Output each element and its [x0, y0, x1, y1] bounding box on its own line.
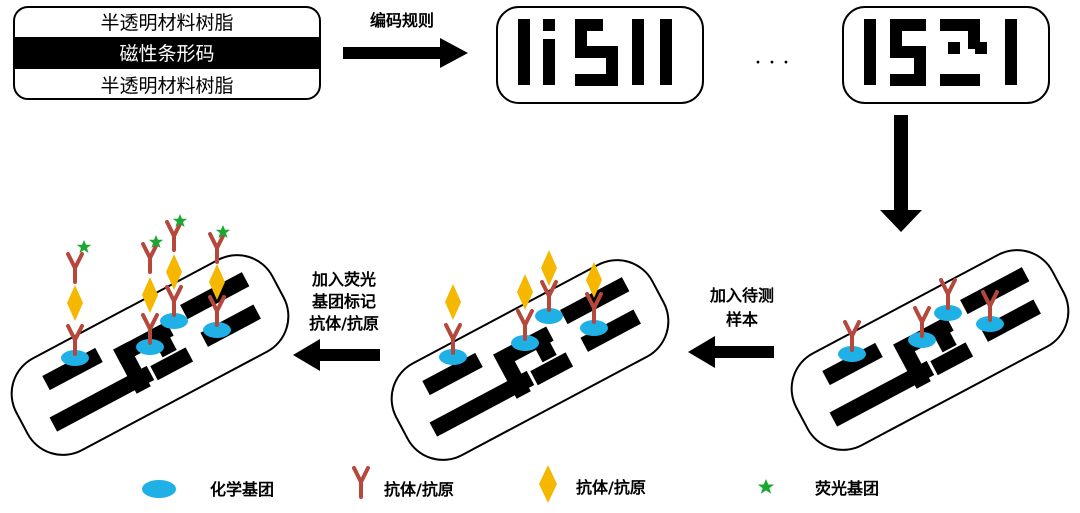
legend-label-fluorophore: 荧光基团 [815, 479, 879, 498]
barcode-card-1 [496, 6, 704, 104]
encode-label: 编码规则 [370, 11, 434, 30]
legend-antibody-icon [352, 466, 370, 499]
step3-label-line1: 加入荧光 [311, 270, 376, 289]
layer-middle-label: 磁性条形码 [119, 43, 214, 65]
legend: 化学基团 抗体/抗原 抗体/抗原 荧光基团 [142, 465, 879, 503]
barcode-card-2 [842, 6, 1050, 104]
legend-diamond-icon [539, 465, 557, 503]
step2-label-line1: 加入待测 [709, 286, 774, 305]
encode-arrow: 编码规则 [343, 11, 468, 68]
arrow-step-2: 加入待测 样本 [688, 286, 774, 368]
legend-label-chemical-group: 化学基团 [210, 480, 274, 499]
step2-label-line2: 样本 [726, 310, 758, 329]
layer-stack: 半透明材料树脂 磁性条形码 半透明材料树脂 [13, 6, 321, 100]
sample-card-1 [790, 249, 1070, 451]
legend-label-antibody-y: 抗体/抗原 [384, 480, 454, 499]
layer-bottom-label: 半透明材料树脂 [100, 75, 233, 97]
legend-label-antibody-diamond: 抗体/抗原 [576, 478, 646, 497]
ellipsis: · · · [755, 51, 790, 76]
step3-label-line2: 基团标记 [311, 292, 376, 311]
sample-card-2 [390, 259, 670, 461]
sample-card-3 [10, 254, 290, 456]
layer-top-label: 半透明材料树脂 [100, 12, 233, 34]
arrow-step-3: 加入荧光 基团标记 抗体/抗原 [293, 270, 380, 371]
step3-label-line3: 抗体/抗原 [309, 314, 379, 333]
legend-star-icon [757, 479, 775, 494]
legend-ellipse-icon [142, 480, 176, 498]
down-arrow [880, 115, 922, 232]
